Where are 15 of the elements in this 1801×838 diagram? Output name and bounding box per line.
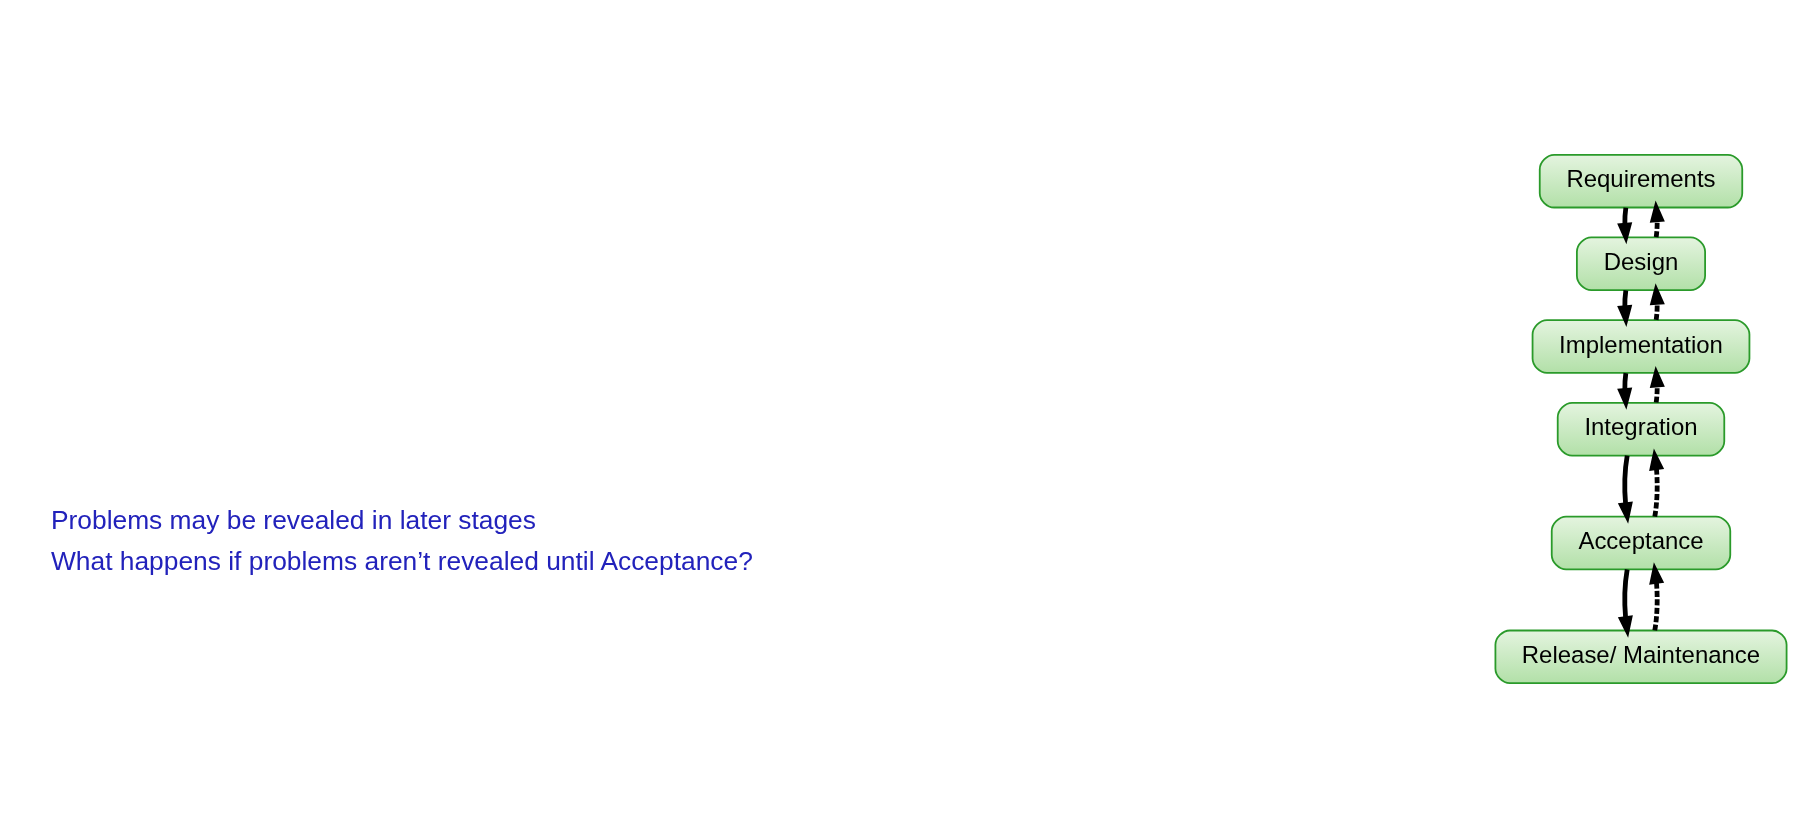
- node-box: Integration: [1556, 401, 1726, 457]
- arrow: [1649, 448, 1665, 517]
- arrow: [1649, 365, 1665, 403]
- node-box: Acceptance: [1550, 515, 1732, 571]
- arrow: [1617, 455, 1633, 524]
- arrow: [1649, 200, 1665, 238]
- node-box: Requirements: [1538, 153, 1744, 209]
- label: Problems may be revealed in later stages: [50, 505, 536, 536]
- arrow: [1649, 283, 1665, 321]
- node-box: Implementation: [1531, 319, 1751, 374]
- arrow: [1617, 569, 1633, 638]
- arrow: [1649, 562, 1665, 631]
- label: What happens if problems aren’t revealed until Acceptance?: [50, 546, 753, 577]
- node-box: Design: [1576, 236, 1706, 292]
- node-box: Release/ Maintenance: [1494, 629, 1788, 685]
